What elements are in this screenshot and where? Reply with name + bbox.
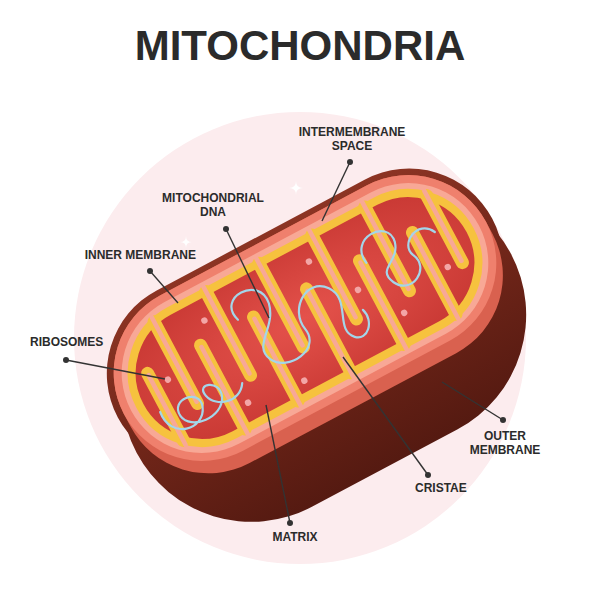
dna-strand	[355, 207, 451, 298]
label-slot: MATRIX	[255, 531, 335, 545]
ribosome	[443, 263, 452, 272]
intermembrane-space	[94, 155, 517, 481]
ribosome	[400, 309, 409, 318]
part-label: MITOCHONDRIAL DNA	[154, 192, 272, 220]
leader-line	[150, 271, 178, 303]
sparkle	[180, 236, 192, 248]
label-slot: OUTER MEMBRANE	[460, 430, 550, 458]
outer-membrane	[83, 144, 528, 492]
leader-dot	[63, 357, 69, 363]
crista-space	[424, 191, 461, 261]
leader-dot	[287, 520, 293, 526]
crista-space	[124, 173, 487, 462]
label-slot: RIBOSOMES	[30, 336, 130, 350]
leader-line	[266, 405, 290, 523]
dna-strand	[226, 245, 375, 385]
label-slot: INTERMEMBRANE SPACE	[290, 126, 414, 154]
leader-line	[66, 360, 165, 379]
inner-membrane	[107, 168, 503, 467]
part-label: INTERMEMBRANE SPACE	[290, 126, 414, 154]
ribosomes	[146, 201, 468, 441]
leader-dot	[147, 268, 153, 274]
ribosome	[354, 286, 363, 295]
wall-thickness	[83, 144, 534, 504]
leader-dots	[63, 159, 506, 526]
part-label: CRISTAE	[415, 482, 505, 496]
leader-dot	[223, 226, 229, 232]
leader-line	[343, 357, 428, 475]
part-label: OUTER MEMBRANE	[460, 430, 550, 458]
mitochondrial-dna	[128, 199, 462, 437]
leader-line	[322, 162, 350, 221]
part-label: RIBOSOMES	[30, 336, 130, 350]
outer-body	[76, 139, 572, 568]
leader-dot	[425, 472, 431, 478]
label-slot: MITOCHONDRIAL DNA	[154, 192, 272, 220]
part-label: INNER MEMBRANE	[56, 249, 196, 263]
part-label: MATRIX	[255, 531, 335, 545]
leader-line	[442, 382, 503, 420]
dna-strand	[159, 370, 249, 437]
sparkle	[289, 181, 303, 195]
crista-space	[413, 234, 458, 319]
crista-space	[307, 291, 353, 378]
cristae	[126, 179, 483, 458]
label-slot: CRISTAE	[415, 482, 505, 496]
ribosome	[244, 398, 253, 407]
title: MITOCHONDRIA	[0, 25, 600, 67]
leader-dot	[347, 159, 353, 165]
leader-dot	[500, 417, 506, 423]
ribosome	[200, 316, 209, 325]
label-slot: INNER MEMBRANE	[56, 249, 196, 263]
leader-line	[226, 229, 269, 318]
mitochondrion	[74, 135, 572, 567]
crista-space	[149, 375, 186, 445]
sparkle	[464, 524, 476, 536]
title-slot: MITOCHONDRIA	[0, 25, 600, 67]
ribosome	[305, 257, 314, 266]
leader-lines	[66, 162, 503, 523]
ribosome	[300, 376, 309, 385]
crista-space	[360, 262, 406, 349]
